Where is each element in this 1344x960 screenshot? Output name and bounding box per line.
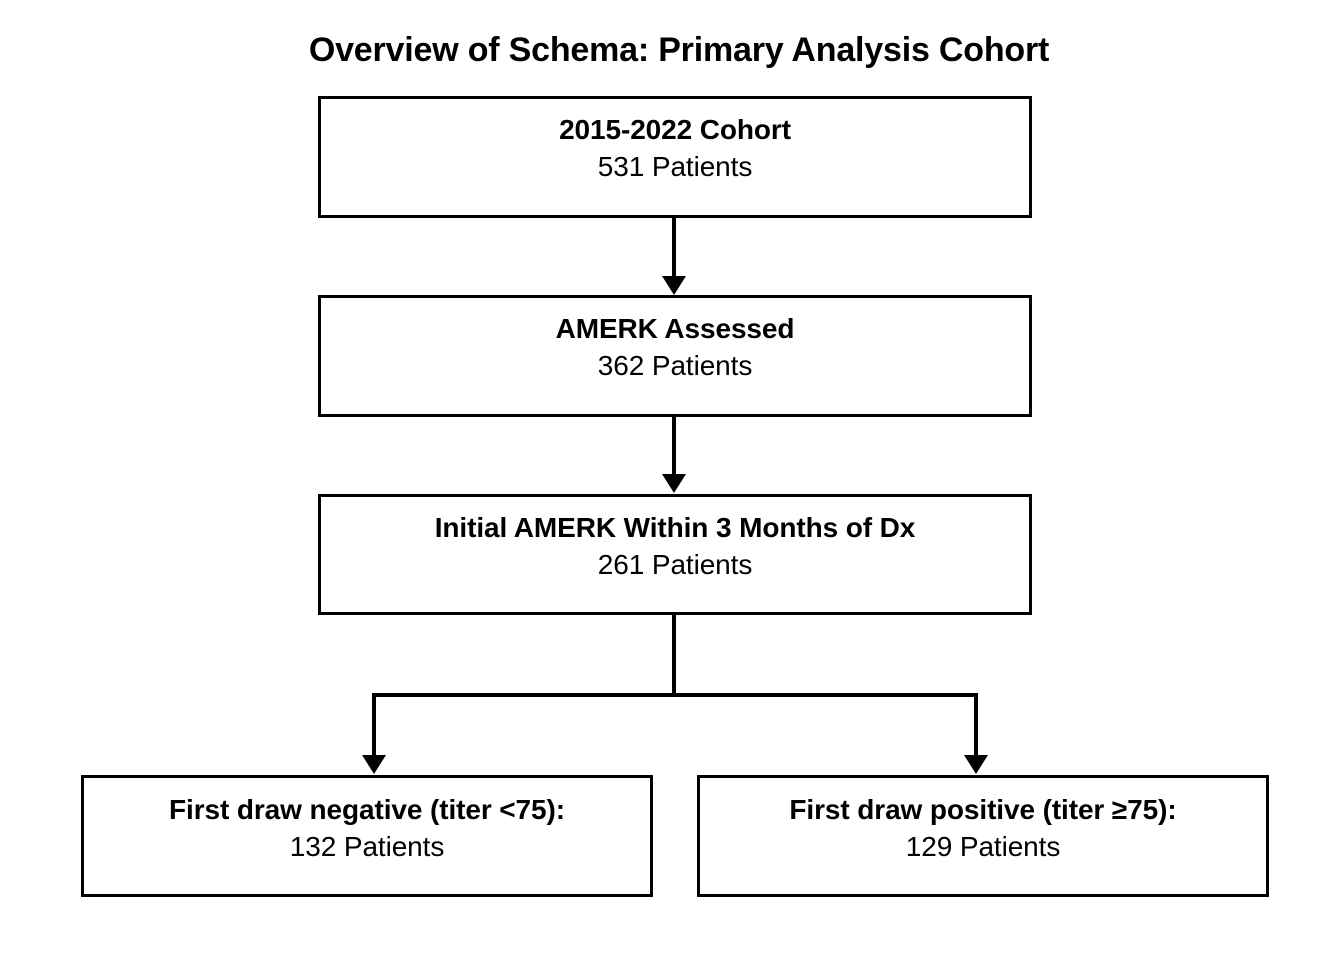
node-box-positive: First draw positive (titer ≥75): 129 Pat…	[697, 775, 1269, 897]
node-title-negative: First draw negative (titer <75):	[169, 794, 565, 825]
node-title-cohort: 2015-2022 Cohort	[559, 114, 791, 145]
connector-line-initial-to-negative	[372, 693, 376, 759]
arrow-head-icon-cohort-to-assessed	[662, 276, 686, 295]
node-count-initial: 261 Patients	[597, 549, 753, 580]
node-title-positive: First draw positive (titer ≥75):	[789, 794, 1177, 825]
arrow-head-icon-initial-to-negative	[362, 755, 386, 774]
arrow-head-icon-assessed-to-initial	[662, 474, 686, 493]
node-count-cohort: 531 Patients	[597, 151, 753, 182]
node-box-cohort: 2015-2022 Cohort 531 Patients	[318, 96, 1032, 218]
node-box-assessed: AMERK Assessed 362 Patients	[318, 295, 1032, 417]
connector-line-assessed-to-initial	[672, 417, 676, 478]
connector-line-cohort-to-assessed	[672, 218, 676, 280]
node-count-positive: 129 Patients	[905, 831, 1061, 862]
page-title: Overview of Schema: Primary Analysis Coh…	[308, 31, 1050, 69]
connector-bar-initial-split	[372, 693, 978, 697]
connector-line-initial-to-positive	[974, 693, 978, 759]
node-count-assessed: 362 Patients	[597, 350, 753, 381]
node-title-initial: Initial AMERK Within 3 Months of Dx	[434, 512, 916, 543]
node-title-assessed: AMERK Assessed	[555, 313, 795, 344]
node-count-negative: 132 Patients	[289, 831, 445, 862]
node-box-initial: Initial AMERK Within 3 Months of Dx 261 …	[318, 494, 1032, 615]
connector-stem-initial-split	[672, 615, 676, 695]
node-box-negative: First draw negative (titer <75): 132 Pat…	[81, 775, 653, 897]
arrow-head-icon-initial-to-positive	[964, 755, 988, 774]
